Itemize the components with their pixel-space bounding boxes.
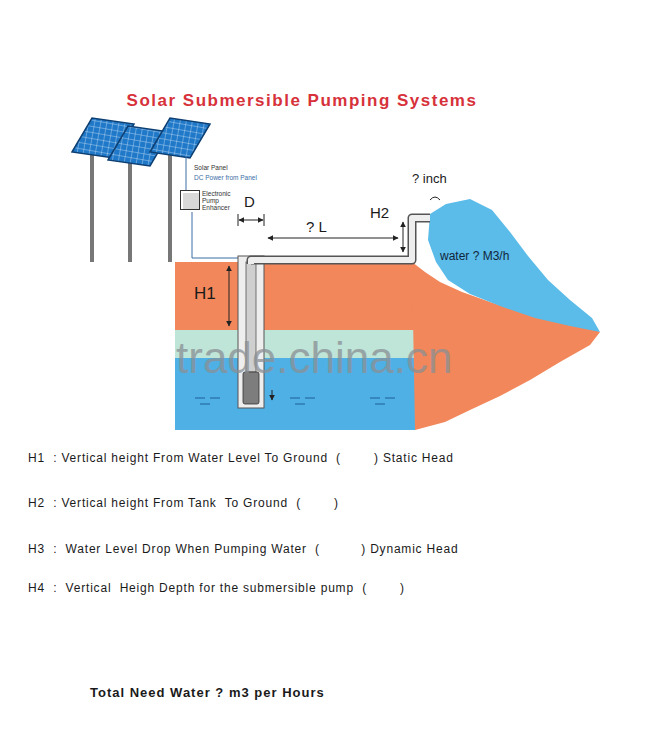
pump-controller: Electronic Pump Enhancer	[180, 190, 234, 211]
panel-label: Solar Panel	[194, 164, 228, 171]
flow-label: water ? M3/h	[440, 250, 509, 264]
watermark: trade.china.cn	[176, 333, 452, 384]
controller-box	[180, 190, 200, 210]
dimension-label: H2	[370, 204, 389, 221]
solar-panels	[72, 118, 210, 262]
definition-line: H1 : Vertical height From Water Level To…	[28, 452, 454, 466]
outlet-size-label: ? inch	[412, 172, 447, 187]
dimension-label: H1	[194, 284, 216, 304]
total-water-note: Total Need Water ? m3 per Hours	[90, 686, 325, 701]
water-ripples	[195, 398, 395, 404]
well-casing	[238, 256, 264, 408]
dimension-label: D	[244, 193, 255, 210]
diagram-title: Solar Submersible Pumping Systems	[0, 91, 604, 111]
dimension-label: ? L	[306, 218, 327, 235]
controller-label: Electronic Pump Enhancer	[202, 190, 234, 211]
delivery-pipe-inner	[251, 218, 430, 264]
definition-line: H3 : Water Level Drop When Pumping Water…	[28, 543, 458, 557]
definition-line: H2 : Vertical height From Tank To Ground…	[28, 497, 339, 511]
river	[428, 199, 600, 332]
delivery-pipe	[251, 218, 430, 264]
definition-line: H4 : Vertical Heigh Depth for the submer…	[28, 582, 405, 596]
wire-label: DC Power from Panel	[194, 174, 257, 181]
soil-layer	[175, 262, 415, 332]
